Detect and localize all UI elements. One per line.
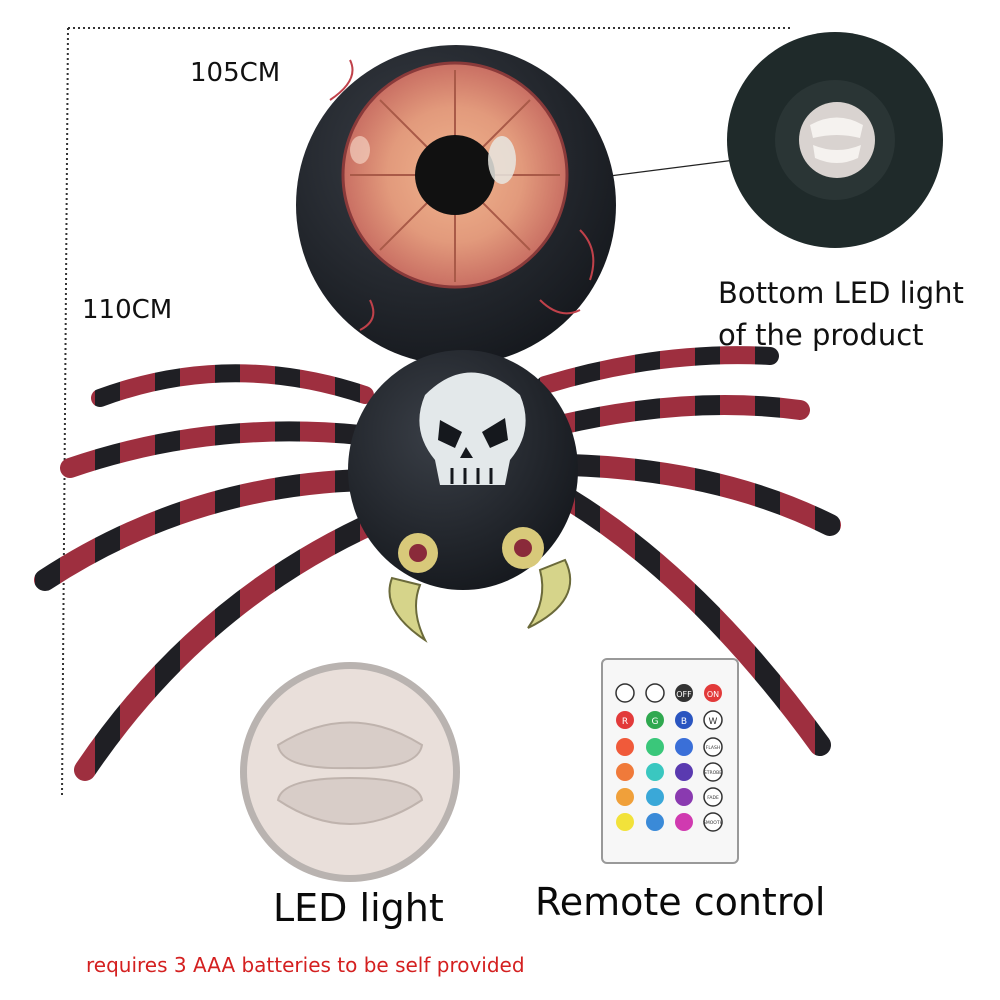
battery-note: requires 3 AAA batteries to be self prov… xyxy=(86,953,525,977)
remote-on-key: ON xyxy=(707,690,719,699)
eye-pupil xyxy=(415,135,495,215)
remote-control-image: OFF ON R G B W FLASH STROBE FADE SMOOTH xyxy=(600,657,740,865)
remote-b-key: B xyxy=(681,717,687,727)
callout-text: Bottom LED light of the product xyxy=(718,272,964,356)
spider-legs-left xyxy=(34,364,391,781)
spider-fang-left xyxy=(388,576,428,643)
skull-icon xyxy=(419,372,526,485)
callout-line-2: of the product xyxy=(718,318,924,352)
remote-strobe-key: STROBE xyxy=(704,770,722,776)
remote-off-key: OFF xyxy=(676,690,692,699)
spider-legs-right xyxy=(536,346,841,756)
height-dimension-label: 110CM xyxy=(82,295,173,325)
spider-eyeball-head xyxy=(296,45,616,365)
led-light-label: LED light xyxy=(273,886,444,930)
spider-leg xyxy=(91,364,374,407)
spider-leg xyxy=(34,469,376,591)
remote-g-key: G xyxy=(652,717,659,727)
callout-line-1: Bottom LED light xyxy=(718,276,964,310)
spider-leg xyxy=(74,509,391,781)
spider-leg xyxy=(559,454,841,536)
spider-leg xyxy=(559,489,831,756)
width-dimension-label: 105CM xyxy=(190,58,281,88)
led-light-image xyxy=(240,662,460,882)
remote-flash-key: FLASH xyxy=(706,745,721,751)
spider-body xyxy=(348,350,578,643)
spider-leg xyxy=(550,395,810,435)
spider-fang-right xyxy=(527,558,572,629)
remote-smooth-key: SMOOTH xyxy=(703,820,723,826)
remote-control-label: Remote control xyxy=(535,880,826,924)
bottom-led-closeup xyxy=(727,32,943,248)
remote-r-key: R xyxy=(622,717,628,727)
spider-leg xyxy=(60,421,370,478)
remote-fade-key: FADE xyxy=(707,795,719,801)
remote-w-key: W xyxy=(709,717,718,727)
spider-leg xyxy=(536,346,779,394)
